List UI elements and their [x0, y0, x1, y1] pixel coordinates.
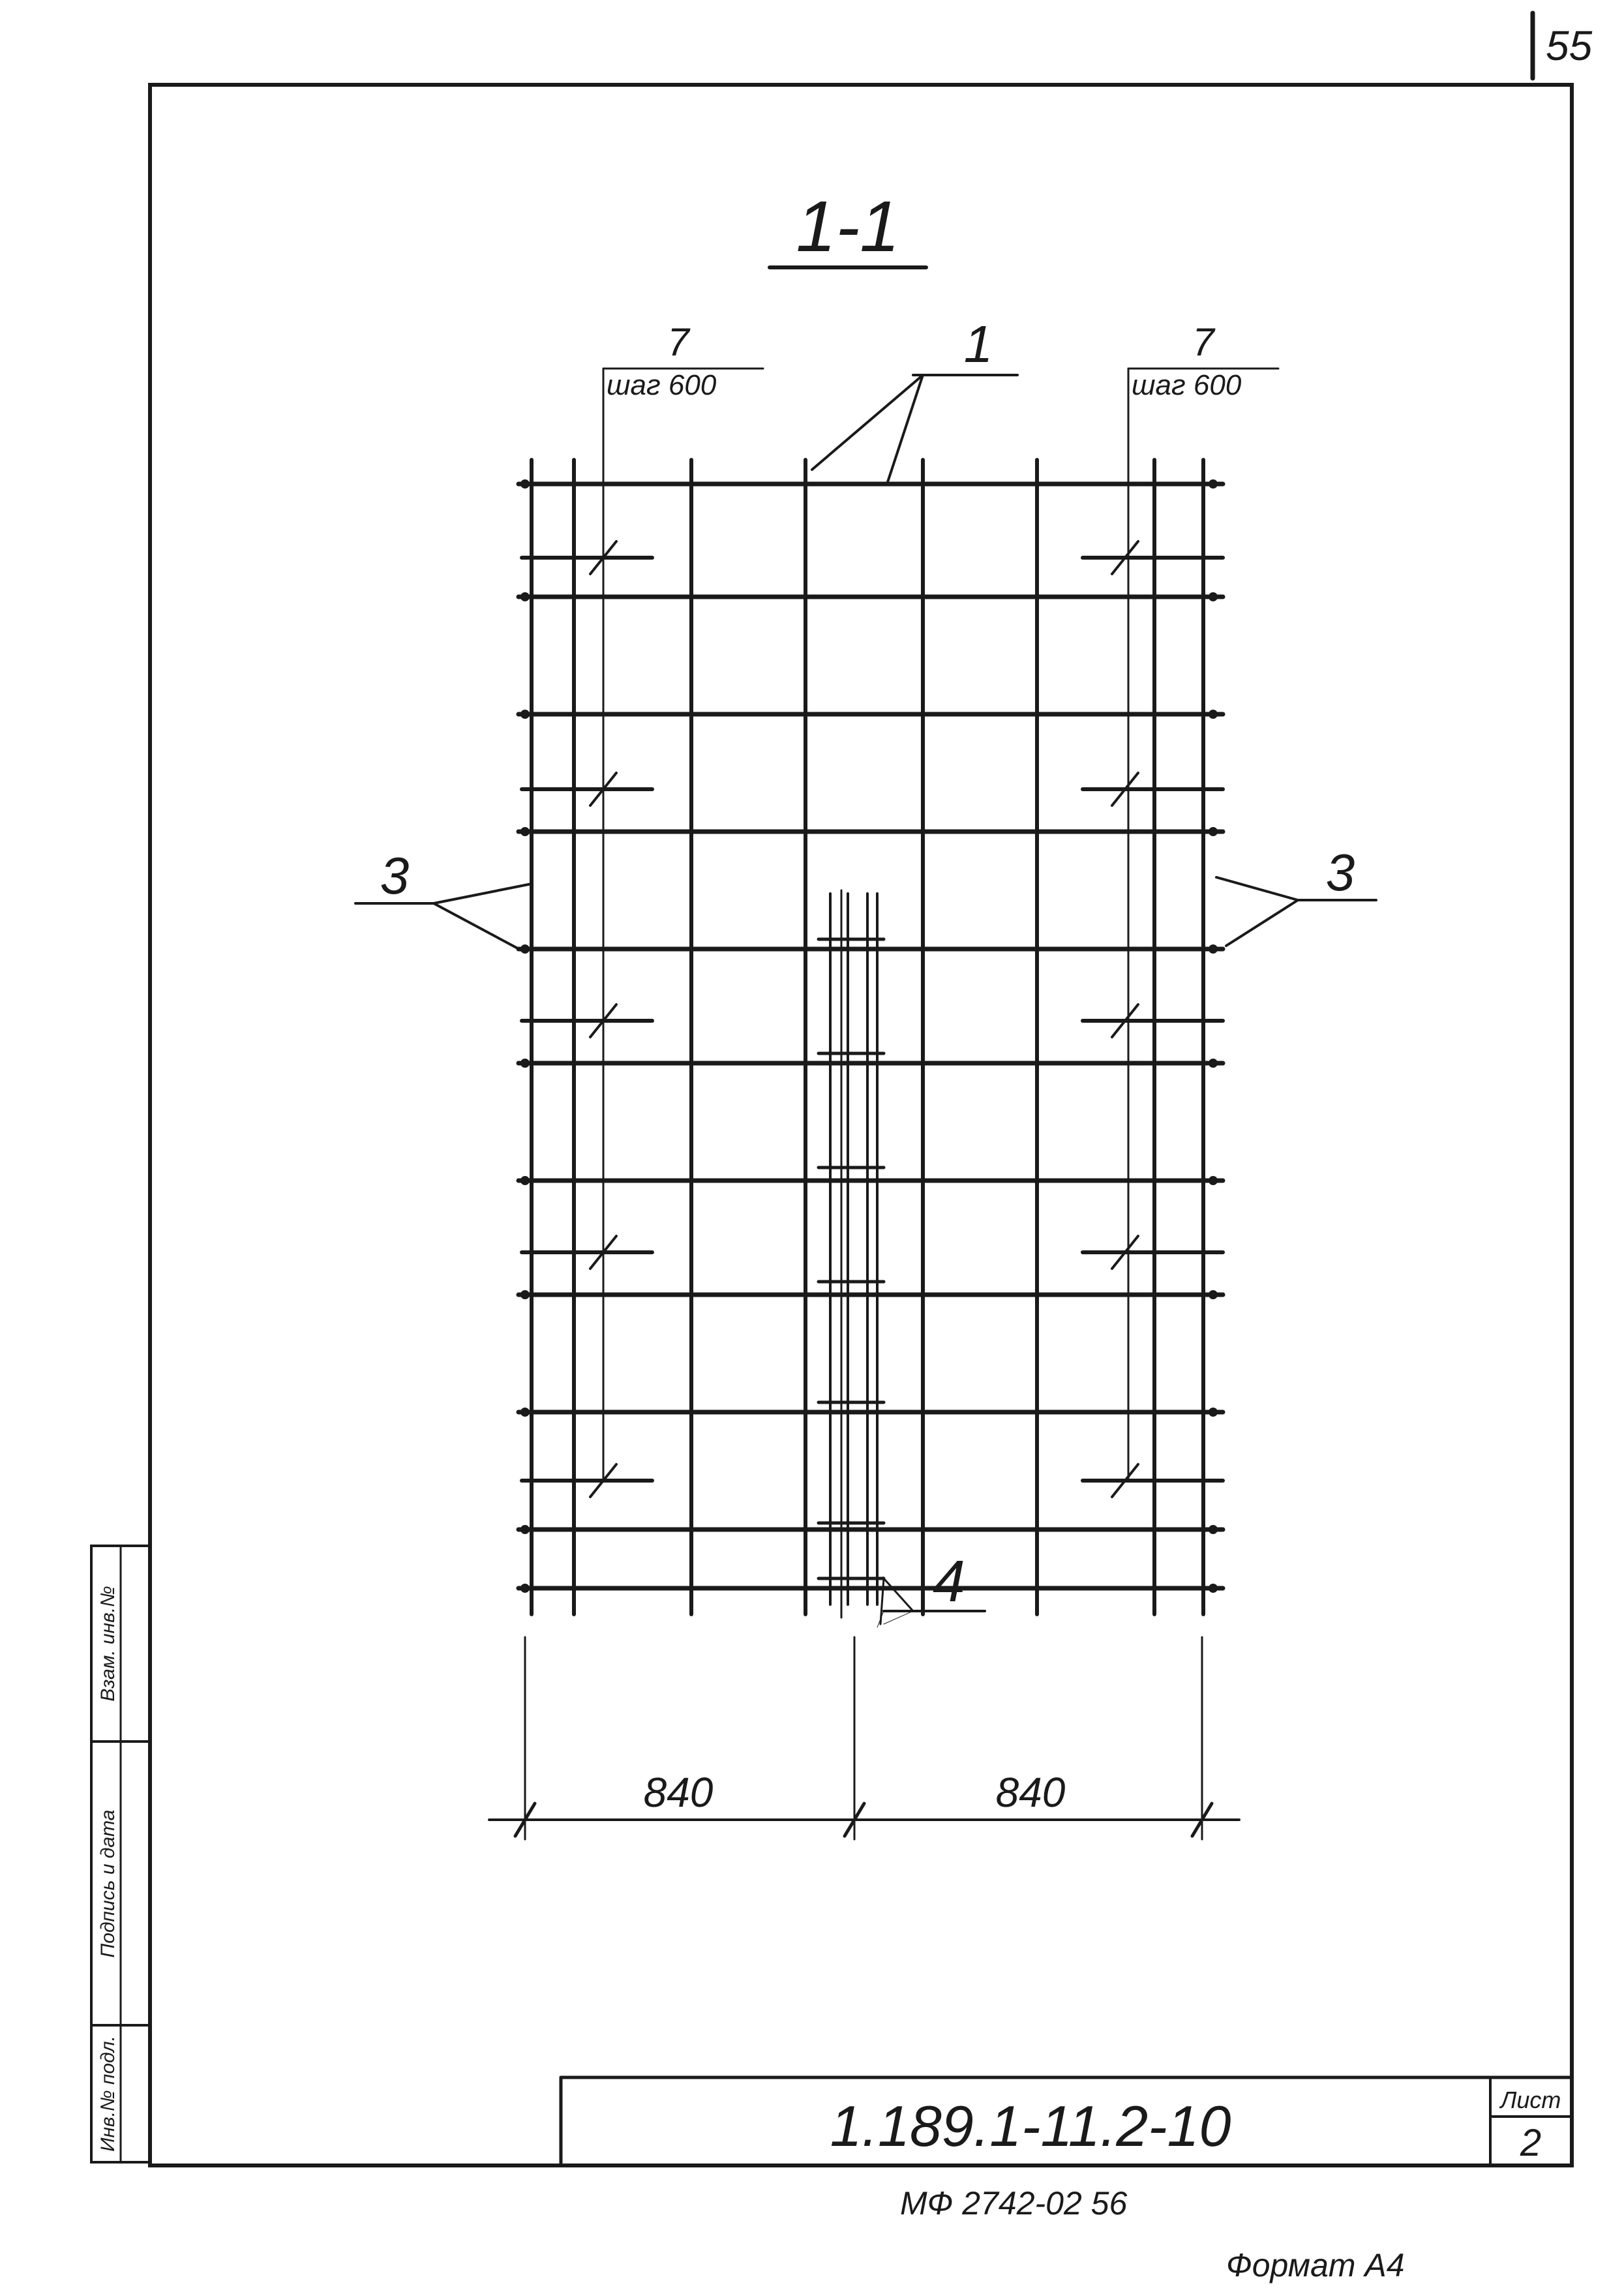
bar-end-dot	[1209, 1525, 1218, 1534]
callout-7-right-number: 7	[1192, 320, 1216, 364]
bar-end-dot	[1209, 1059, 1218, 1068]
callout-7-left-number: 7	[667, 320, 691, 364]
title-sheet-label: Лист	[1499, 2087, 1561, 2113]
dimension-line	[488, 1636, 1241, 1841]
tie-tick-right	[1111, 1003, 1139, 1038]
bar-end-dot	[1209, 1584, 1218, 1593]
stamp-podpis-data: Подпись и дата	[97, 1810, 119, 1958]
bar-end-dot	[1209, 710, 1218, 719]
bar-end-dot	[1209, 592, 1218, 601]
callout-1-number: 1	[964, 315, 993, 373]
title-designation: 1.189.1-11.2-10	[830, 2094, 1231, 2158]
stamp-vzam-inv: Взам. инв.№	[97, 1586, 119, 1701]
tie-tick-right	[1111, 1463, 1139, 1498]
bar-end-dot	[520, 479, 530, 489]
footer-code: МФ 2742-02 56	[900, 2185, 1127, 2222]
bar-end-dot	[520, 827, 530, 836]
tie-tick-right	[1111, 1235, 1139, 1270]
bar-end-dot	[520, 1408, 530, 1417]
callout-7-left-note: шаг 600	[607, 369, 717, 401]
drawing-frame	[148, 83, 1574, 2167]
dimension-left: 840	[644, 1769, 714, 1816]
bar-end-dot	[520, 1059, 530, 1068]
section-title: 1-1	[796, 187, 900, 267]
dimension-right: 840	[996, 1769, 1066, 1816]
callout-4-number: 4	[933, 1549, 965, 1614]
bar-end-dot	[1209, 479, 1218, 489]
page-number: 55	[1546, 22, 1593, 69]
bar-end-dot	[520, 1290, 530, 1299]
bar-end-dot	[520, 1525, 530, 1534]
footer-format: Формат А4	[1226, 2247, 1405, 2284]
callout-7-right-note: шаг 600	[1132, 369, 1242, 401]
tie-tick-right	[1111, 540, 1139, 575]
bar-end-dot	[520, 710, 530, 719]
reinforcement-cage	[516, 458, 1226, 1619]
bar-end-dot	[1209, 1290, 1218, 1299]
side-stamp	[90, 1545, 151, 2164]
callout-3-right-number: 3	[1326, 843, 1355, 901]
title-block	[559, 2075, 1574, 2167]
bar-end-dot	[520, 1176, 530, 1185]
bar-end-dot	[1209, 944, 1218, 954]
bar-end-dot	[520, 592, 530, 601]
callout-leaders	[354, 367, 1377, 1628]
bar-end-dot	[1209, 1176, 1218, 1185]
bar-end-dot	[1209, 1408, 1218, 1417]
callout-3-left-number: 3	[380, 847, 410, 905]
bar-end-dot	[520, 1584, 530, 1593]
tie-tick-right	[1111, 772, 1139, 807]
bar-end-dot	[1209, 827, 1218, 836]
stamp-inv-podl: Инв.№ подл.	[97, 2036, 119, 2152]
title-sheet-number: 2	[1520, 2122, 1541, 2164]
